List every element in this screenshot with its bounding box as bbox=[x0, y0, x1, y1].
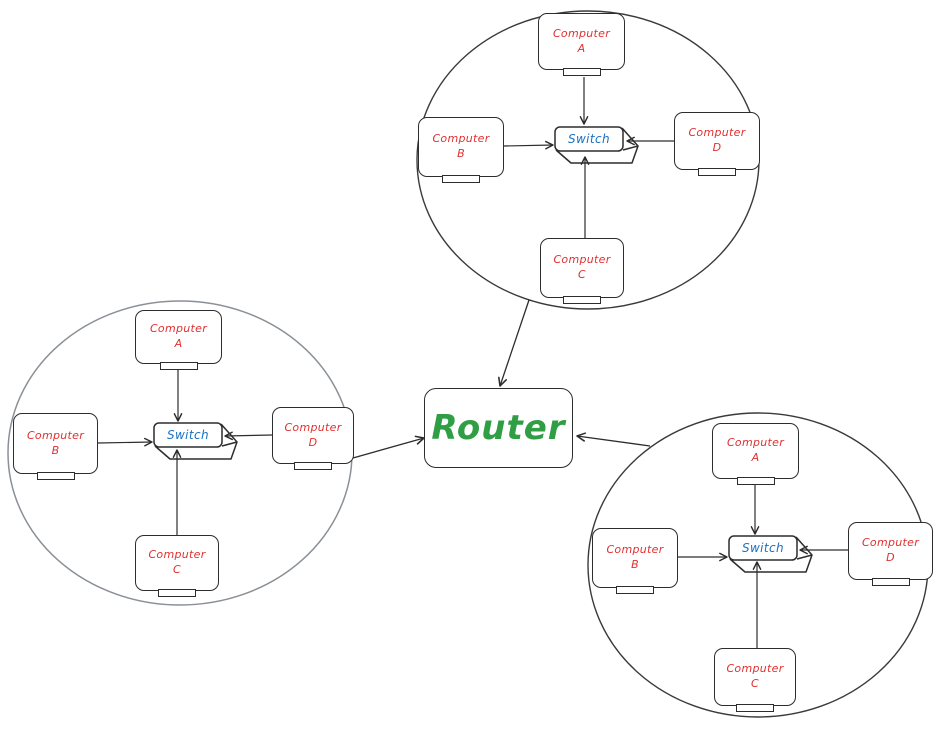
computer-node-left-a[interactable]: Computer A bbox=[135, 310, 222, 370]
computer-label: Computer D bbox=[861, 536, 920, 564]
left-cluster-links bbox=[97, 370, 273, 535]
top-cluster-links bbox=[503, 77, 674, 238]
computer-node-top-d[interactable]: Computer D bbox=[674, 112, 760, 176]
router-uplinks bbox=[352, 299, 651, 459]
computer-node-left-c[interactable]: Computer C bbox=[135, 535, 219, 597]
monitor-stand bbox=[294, 462, 332, 470]
computer-label: Computer B bbox=[432, 132, 490, 160]
monitor-stand bbox=[562, 68, 601, 76]
switch-label: Switch bbox=[741, 541, 785, 555]
computer-node-bottom-right-d[interactable]: Computer D bbox=[848, 522, 933, 586]
monitor-stand bbox=[871, 578, 910, 586]
computer-label: Computer D bbox=[688, 126, 746, 154]
monitor-stand bbox=[736, 477, 775, 485]
monitor-stand bbox=[158, 589, 196, 597]
monitor-stand bbox=[616, 586, 654, 594]
switch-3d-box-icon bbox=[554, 126, 639, 164]
computer-label: Computer B bbox=[606, 543, 664, 571]
computer-label: Computer C bbox=[148, 548, 206, 576]
monitor-stand bbox=[36, 472, 75, 480]
switch-3d-box-icon bbox=[728, 535, 813, 573]
switch-node-left[interactable]: Switch bbox=[148, 420, 243, 462]
computer-label: Computer B bbox=[26, 428, 85, 457]
computer-node-left-b[interactable]: Computer B bbox=[13, 413, 98, 480]
router-label: Router bbox=[431, 408, 566, 448]
computer-node-bottom-right-a[interactable]: Computer A bbox=[712, 423, 799, 485]
computer-label: Computer A bbox=[552, 26, 611, 55]
computer-label: Computer C bbox=[726, 662, 784, 690]
monitor-stand bbox=[442, 175, 480, 183]
monitor-stand bbox=[736, 704, 774, 712]
computer-label: Computer A bbox=[149, 322, 208, 350]
computer-node-bottom-right-c[interactable]: Computer C bbox=[714, 648, 796, 712]
computer-node-left-d[interactable]: Computer D bbox=[272, 407, 354, 470]
computer-label: Computer C bbox=[553, 253, 611, 281]
monitor-stand bbox=[159, 362, 198, 370]
computer-label: Computer A bbox=[726, 436, 785, 464]
switch-3d-box-icon bbox=[153, 422, 238, 460]
computer-node-top-b[interactable]: Computer B bbox=[418, 117, 504, 183]
computer-node-bottom-right-b[interactable]: Computer B bbox=[592, 528, 678, 594]
switch-label: Switch bbox=[567, 132, 611, 146]
computer-node-top-c[interactable]: Computer C bbox=[540, 238, 624, 304]
bottom-right-cluster-links bbox=[678, 485, 848, 648]
monitor-stand bbox=[698, 168, 736, 176]
computer-node-top-a[interactable]: Computer A bbox=[538, 13, 625, 76]
router-node[interactable]: Router bbox=[424, 388, 573, 468]
monitor-stand bbox=[563, 296, 601, 304]
switch-node-top[interactable]: Switch bbox=[549, 124, 644, 166]
switch-label: Switch bbox=[166, 428, 210, 442]
computer-label: Computer D bbox=[284, 420, 342, 449]
switch-node-bottom-right[interactable]: Switch bbox=[723, 533, 818, 575]
